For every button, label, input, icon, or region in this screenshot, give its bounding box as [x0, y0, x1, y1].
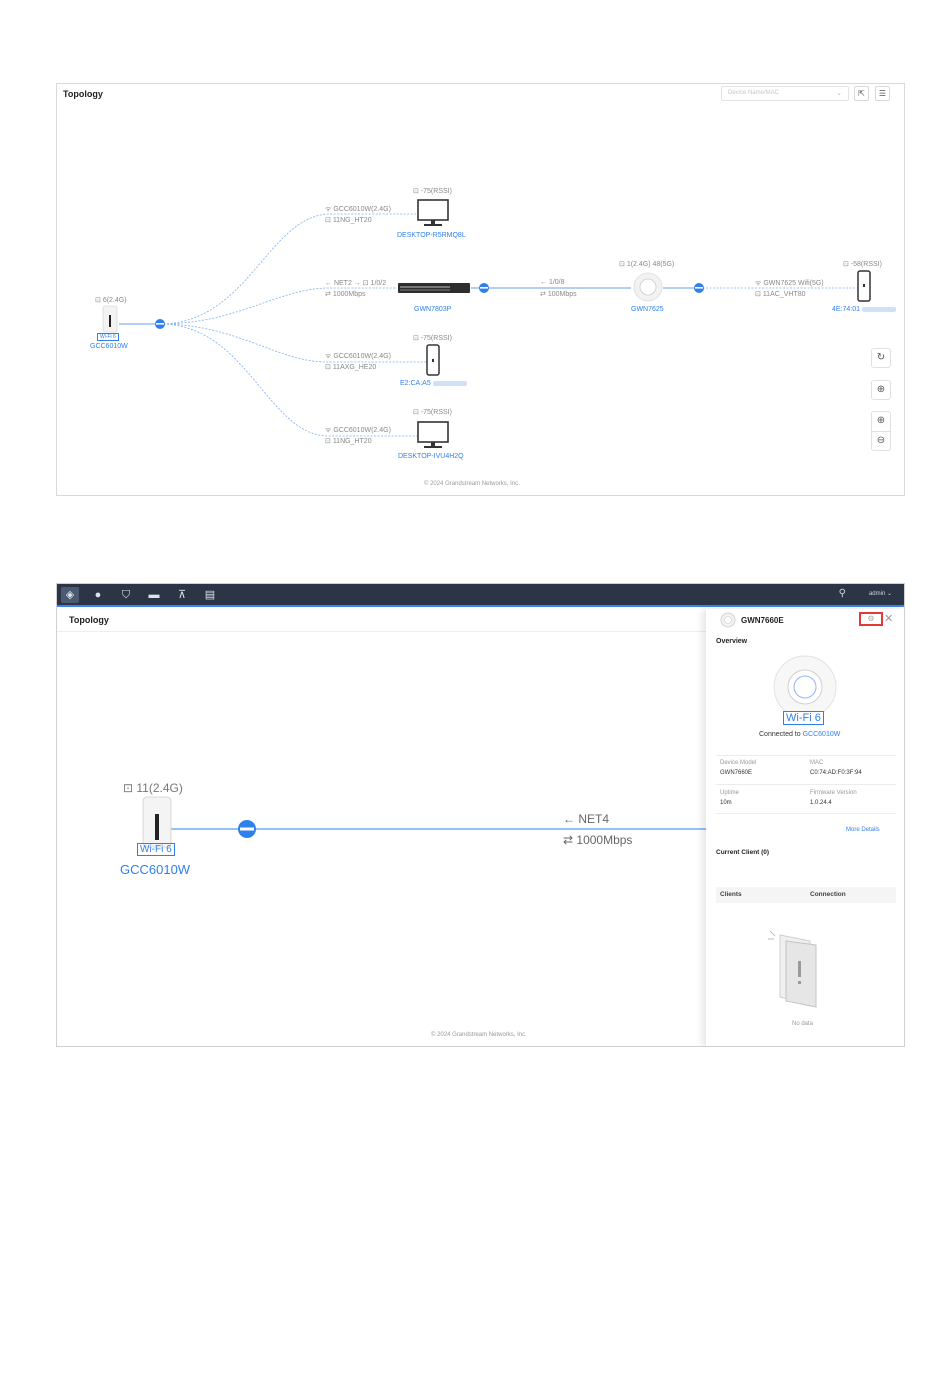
- root-signal: ⊡ 11(2.4G): [123, 781, 183, 795]
- no-data-text: No data: [792, 1021, 814, 1027]
- phone2-rssi: ⊡ -75(RSSI): [413, 335, 452, 342]
- ap-signal: ⊡ 1(2.4G) 48(5G): [619, 261, 675, 268]
- user-menu[interactable]: admin ⌄: [868, 591, 892, 597]
- device-search-select[interactable]: Device Name/MAC ⌄: [721, 86, 849, 101]
- page-title: Topology: [69, 615, 109, 625]
- phone2-name[interactable]: E2:CA:A5: [400, 380, 467, 387]
- layers-icon[interactable]: ◈: [61, 587, 79, 603]
- desktop1-ssid: ᯤ GCC6010W(2.4G): [325, 206, 391, 213]
- more-details-link[interactable]: More Details: [846, 827, 880, 833]
- phone-icon-1: [857, 270, 871, 302]
- empty-state-illustration: [768, 930, 817, 1008]
- connected-device-link[interactable]: GCC6010W: [802, 731, 841, 738]
- firmware-label: Firmware Version: [810, 790, 857, 796]
- router-nav-icon[interactable]: ▬: [148, 589, 160, 601]
- network-icon[interactable]: ⊼: [177, 589, 187, 601]
- external-link-icon[interactable]: ⇱: [854, 86, 869, 101]
- top-navbar: ◈ ● ⛉ ▬ ⊼ ▤ ⚲ admin ⌄: [57, 584, 904, 607]
- device-model-value: GWN7660E: [720, 770, 753, 776]
- root-signal: ⊡ 6(2.4G): [95, 297, 127, 304]
- phone-icon-2: [426, 344, 440, 376]
- phone1-rssi: ⊡ -58(RSSI): [843, 261, 882, 268]
- topology-graph: [102, 199, 871, 448]
- link-root-phone2: [159, 323, 427, 363]
- page-title: Topology: [63, 89, 103, 99]
- masked-mac: [861, 306, 896, 312]
- desktop-icon-2: [417, 421, 449, 448]
- overview-heading: Overview: [716, 638, 748, 645]
- firmware-value: 1.0.24.4: [810, 800, 832, 806]
- topology-panel-overview: Topology Device Name/MAC ⌄ ⇱ ☰: [56, 83, 905, 496]
- uptime-label: Uptime: [720, 790, 740, 796]
- access-point-icon: [720, 612, 736, 628]
- gear-icon[interactable]: ⚙: [859, 612, 883, 626]
- desktop1-rssi: ⊡ -75(RSSI): [413, 188, 452, 195]
- desktop2-mode: ⊡ 11NG_HT20: [325, 438, 372, 445]
- ap-name[interactable]: GWN7625: [631, 306, 664, 313]
- switch-port: ← NET2 → ⊡ 1/0/2: [325, 280, 387, 287]
- link-port: ← NET4: [563, 812, 610, 826]
- drawer-device-name: GWN7660E: [741, 616, 784, 625]
- search-placeholder: Device Name/MAC: [728, 90, 780, 96]
- uptime-value: 10m: [720, 800, 732, 806]
- chevron-down-icon: ⌄: [836, 90, 842, 97]
- device-image: [773, 655, 837, 719]
- link-speed: ⇄ 1000Mbps: [563, 833, 633, 847]
- current-client-heading: Current Client (0): [716, 849, 770, 856]
- root-device-name[interactable]: GCC6010W: [120, 862, 191, 877]
- masked-mac: [432, 380, 467, 386]
- phone1-name[interactable]: 4E:74:01: [832, 306, 896, 313]
- search-icon[interactable]: ⚲: [838, 588, 846, 599]
- device-model-label: Device Model: [720, 760, 757, 766]
- divider: [716, 813, 896, 814]
- col-connection: Connection: [810, 891, 846, 898]
- phone1-ssid: ᯤ GWN7625 Wifi(5G): [755, 280, 824, 287]
- link-root-switch: [159, 287, 397, 325]
- desktop1-mode: ⊡ 11NG_HT20: [325, 217, 372, 224]
- switch-name[interactable]: GWN7803P: [414, 306, 452, 313]
- wifi6-badge: Wi-Fi 6: [97, 333, 119, 341]
- phone2-ssid: ᯤ GCC6010W(2.4G): [325, 353, 391, 360]
- list-icon[interactable]: ☰: [875, 86, 890, 101]
- clients-table-header: Clients Connection: [716, 887, 896, 903]
- device-detail-drawer: GWN7660E ⚙ ✕ Overview Wi-Fi 6 Connected …: [706, 609, 904, 1046]
- access-point-icon: [633, 272, 663, 302]
- wifi6-badge: Wi-Fi 6: [137, 843, 175, 856]
- zoom-in-icon[interactable]: ⊕: [871, 411, 891, 431]
- close-icon[interactable]: ✕: [884, 613, 894, 625]
- desktop2-ssid: ᯤ GCC6010W(2.4G): [325, 427, 391, 434]
- phone1-mode: ⊡ 11AC_VHT80: [755, 291, 806, 298]
- phone-nav-icon[interactable]: ▤: [204, 589, 216, 601]
- ap-port: ← 1/0/8: [540, 279, 565, 286]
- desktop1-name[interactable]: DESKTOP-R5RMQ8L: [397, 232, 466, 239]
- wifi6-badge: Wi-Fi 6: [783, 711, 824, 725]
- switch-speed: ⇄ 1000Mbps: [325, 291, 366, 298]
- phone2-mode: ⊡ 11AXG_HE20: [325, 364, 377, 371]
- shield-icon[interactable]: ⛉: [121, 589, 131, 601]
- zoom-out-icon[interactable]: ⊖: [871, 431, 891, 451]
- divider: [57, 631, 706, 632]
- topology-graph-zoomed: [142, 796, 706, 848]
- footer-copyright: © 2024 Grandstream Networks, Inc.: [424, 481, 520, 487]
- topology-panel-detail: ◈ ● ⛉ ▬ ⊼ ▤ ⚲ admin ⌄ Topology ⊡ 11(2.4G…: [56, 583, 905, 1047]
- locate-icon[interactable]: ⊕: [871, 380, 891, 400]
- divider: [716, 755, 896, 756]
- desktop-icon-1: [417, 199, 449, 226]
- mac-label: MAC: [810, 760, 824, 766]
- footer-copyright: © 2024 Grandstream Networks, Inc.: [431, 1032, 527, 1038]
- link-root-desktop2: [159, 323, 417, 437]
- root-device-name[interactable]: GCC6010W: [90, 343, 128, 350]
- col-clients: Clients: [720, 891, 742, 898]
- connected-to-text: Connected to GCC6010W: [759, 731, 841, 738]
- globe-icon[interactable]: ●: [94, 589, 102, 601]
- ap-speed: ⇄ 100Mbps: [540, 291, 577, 298]
- mac-value: C0:74:AD:F0:3F:94: [810, 770, 862, 776]
- link-root-desktop1: [159, 213, 417, 325]
- router-icon-large: [142, 796, 172, 848]
- desktop2-name[interactable]: DESKTOP-IVU4H2Q: [398, 453, 464, 460]
- desktop2-rssi: ⊡ -75(RSSI): [413, 409, 452, 416]
- switch-icon: [398, 283, 470, 293]
- refresh-icon[interactable]: ↻: [871, 348, 891, 368]
- divider: [716, 784, 896, 785]
